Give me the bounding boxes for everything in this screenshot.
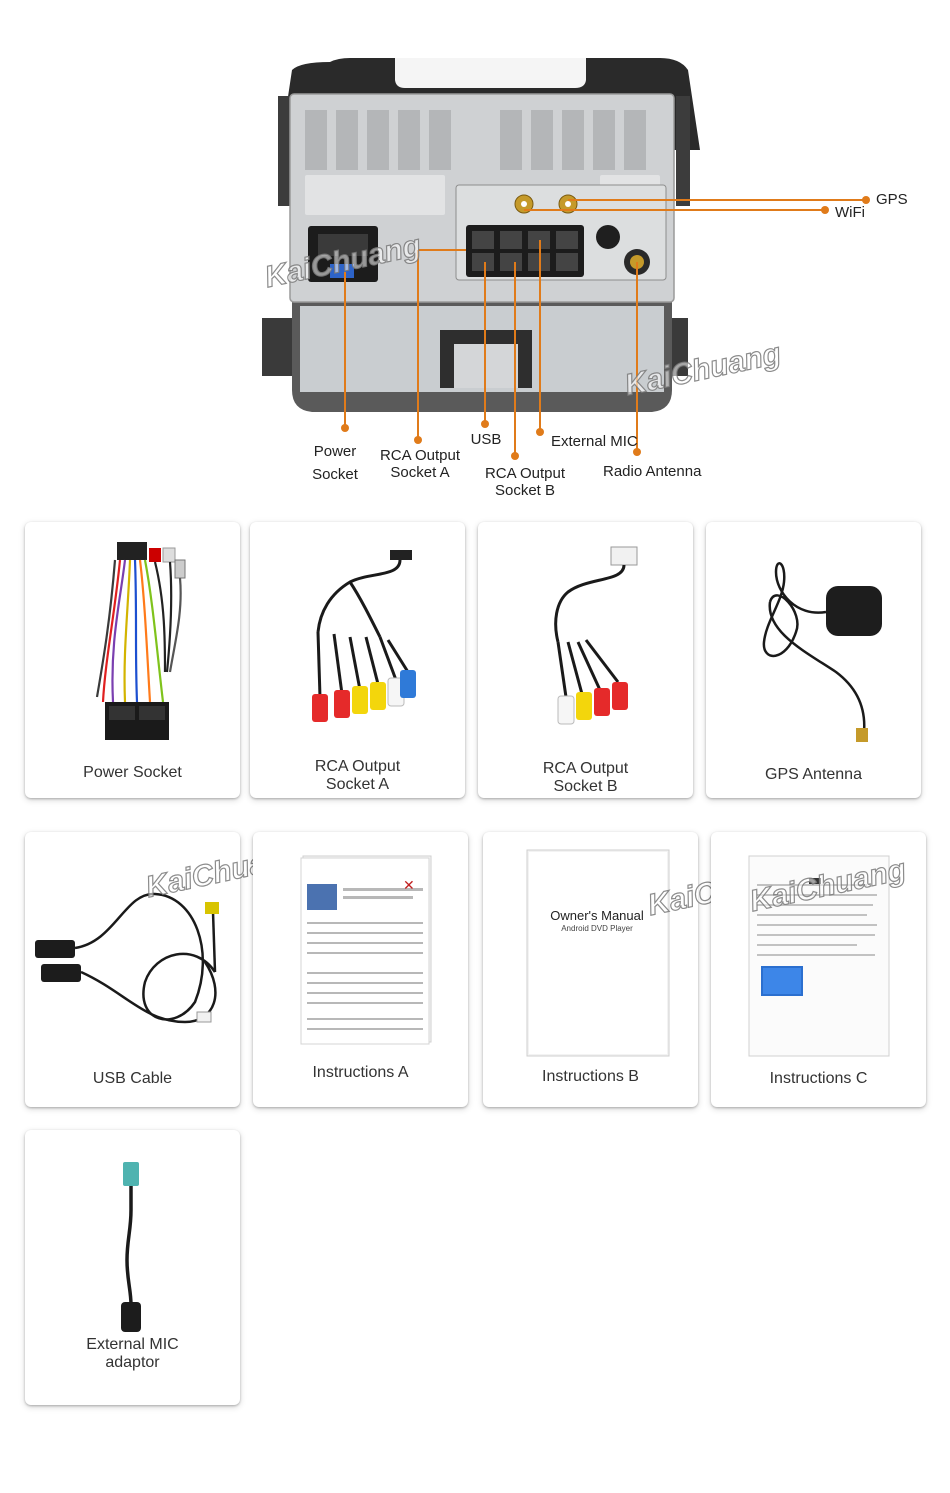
callout-power-socket: Power Socket — [312, 443, 358, 483]
item-label: Instructions A — [312, 1064, 409, 1081]
manual-subtitle: Android DVD Player — [561, 924, 633, 933]
mic-adaptor-icon — [121, 1162, 141, 1332]
item-card-usb-cable: KaiChuang USB Cable — [25, 832, 305, 1107]
manual-title: Owner's Manual — [550, 908, 644, 923]
instruction-sheet-icon: ✕ — [300, 855, 432, 1045]
callout-rca-output-a: RCA Output Socket A — [379, 447, 461, 481]
item-label: Instructions B — [542, 1068, 639, 1085]
head-unit-back-illustration — [262, 58, 870, 460]
device-back-diagram: GPS WiFi Power Socket RCA Output Socket … — [0, 0, 950, 510]
item-card-instructions-c: KaiChuang Instructions C — [711, 832, 926, 1107]
gps-antenna-icon — [762, 562, 882, 742]
item-card-gps-antenna: GPS Antenna — [706, 522, 921, 798]
rca-cable-icon — [312, 550, 416, 722]
manual-booklet-icon — [526, 849, 670, 1057]
instruction-sheet-icon — [748, 855, 890, 1057]
item-card-instructions-a: ✕ Instructions A — [253, 832, 468, 1107]
callout-external-mic: External MIC — [551, 433, 638, 450]
wire-harness-icon — [95, 542, 186, 740]
item-card-power-socket: Power Socket — [25, 522, 240, 798]
item-label: External MIC adaptor — [86, 1336, 179, 1371]
item-label: Instructions C — [769, 1070, 868, 1087]
usb-cable-icon — [35, 892, 219, 1024]
callout-usb: USB — [470, 431, 502, 448]
callout-gps: GPS — [876, 191, 908, 208]
item-card-rca-output-a: RCA Output Socket A — [250, 522, 465, 798]
svg-text:✕: ✕ — [403, 877, 415, 893]
item-label: RCA Output Socket B — [542, 760, 629, 795]
callout-radio-antenna: Radio Antenna — [603, 463, 702, 480]
item-label: Power Socket — [83, 764, 182, 781]
callout-wifi: WiFi — [835, 204, 865, 221]
item-card-external-mic-adaptor: External MIC adaptor — [25, 1130, 240, 1405]
item-card-rca-output-b: RCA Output Socket B — [478, 522, 693, 798]
rca-cable-icon — [554, 546, 638, 725]
item-label: USB Cable — [92, 1070, 173, 1087]
item-card-instructions-b: Owner's Manual Android DVD Player KaiChu… — [483, 832, 807, 1107]
callout-rca-output-b: RCA Output Socket B — [484, 465, 566, 499]
item-label: RCA Output Socket A — [314, 758, 401, 793]
item-label: GPS Antenna — [765, 766, 862, 783]
